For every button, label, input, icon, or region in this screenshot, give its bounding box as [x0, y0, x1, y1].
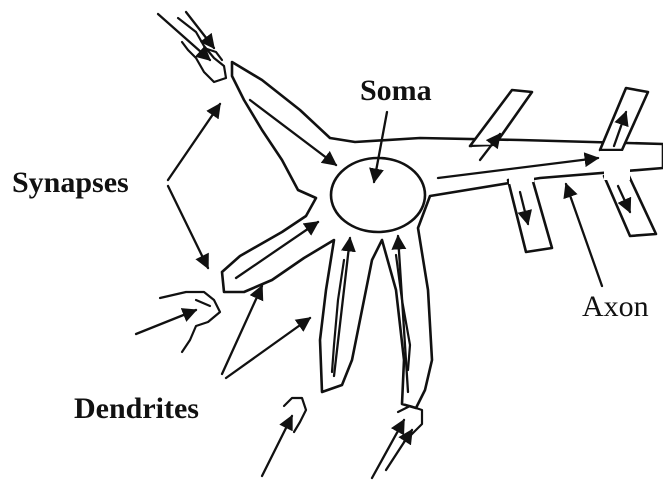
- synapses-pointer-upper: [168, 104, 220, 180]
- axon-branch-down-1: [508, 178, 552, 252]
- soma-label: Soma: [360, 74, 432, 107]
- input-arrow-top: [158, 14, 210, 60]
- input-arrow-bottom-3: [386, 430, 412, 470]
- axon-branch-down-2: [604, 174, 656, 236]
- input-arrow-lower-left: [136, 310, 196, 334]
- axon-label: Axon: [582, 290, 649, 323]
- input-arrow-bottom-1: [262, 416, 292, 476]
- synapse-top: [178, 18, 226, 82]
- synapse-lower-left-tip: [196, 300, 210, 306]
- neuron-outline: [222, 62, 663, 408]
- dendrites-label: Dendrites: [74, 392, 199, 425]
- axon-branch-up-1: [470, 90, 532, 146]
- synapses-label: Synapses: [12, 166, 129, 199]
- synapses-pointer-lower: [168, 186, 208, 268]
- soma-body: [331, 158, 425, 232]
- dendrites-pointer-right: [226, 318, 310, 378]
- axon-pointer-arrow: [566, 184, 602, 286]
- dendrites-pointer-left: [222, 286, 262, 374]
